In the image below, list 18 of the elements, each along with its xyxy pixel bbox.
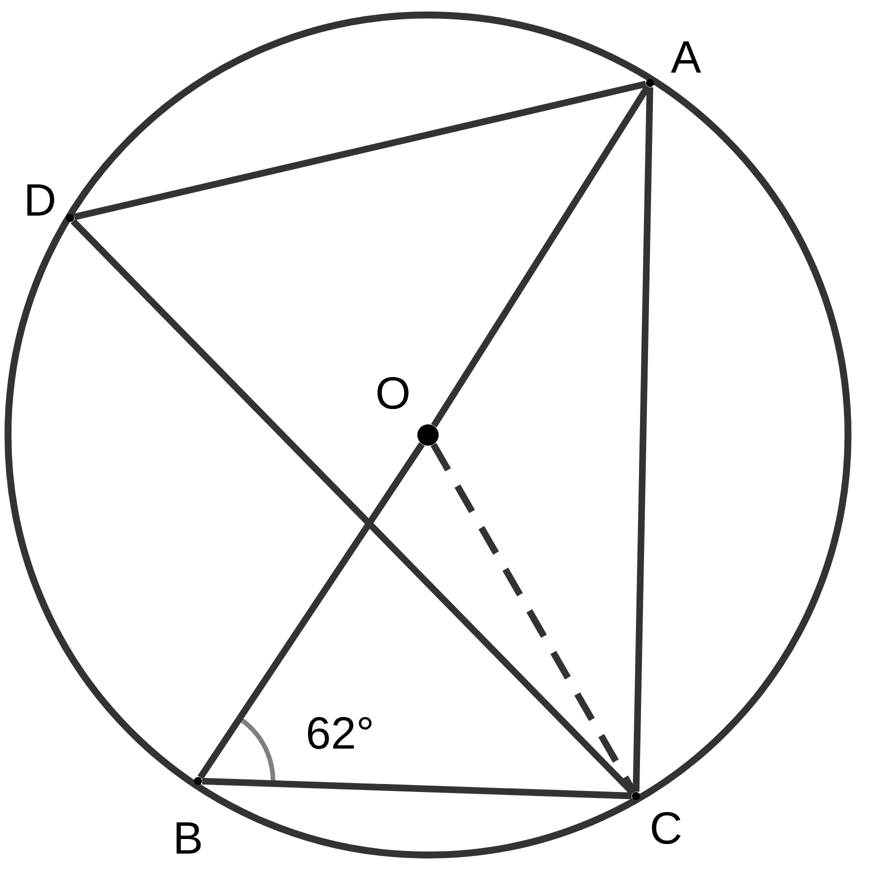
point	[194, 777, 202, 785]
point-label: D	[27, 184, 54, 216]
point	[417, 424, 439, 446]
point	[632, 792, 640, 800]
line-segment	[70, 218, 636, 796]
line-segment	[632, 87, 654, 792]
line-segment	[73, 80, 647, 220]
point-label: C	[652, 812, 681, 844]
point	[66, 214, 74, 222]
point	[646, 79, 654, 87]
point-label: O	[378, 376, 408, 410]
line-segment	[198, 442, 425, 780]
angle-label: 62°	[308, 716, 372, 750]
point-label: A	[670, 41, 702, 73]
dashed-line	[430, 442, 637, 794]
line-segment	[431, 84, 651, 428]
point-label: B	[176, 822, 201, 854]
line-segment	[202, 778, 632, 800]
